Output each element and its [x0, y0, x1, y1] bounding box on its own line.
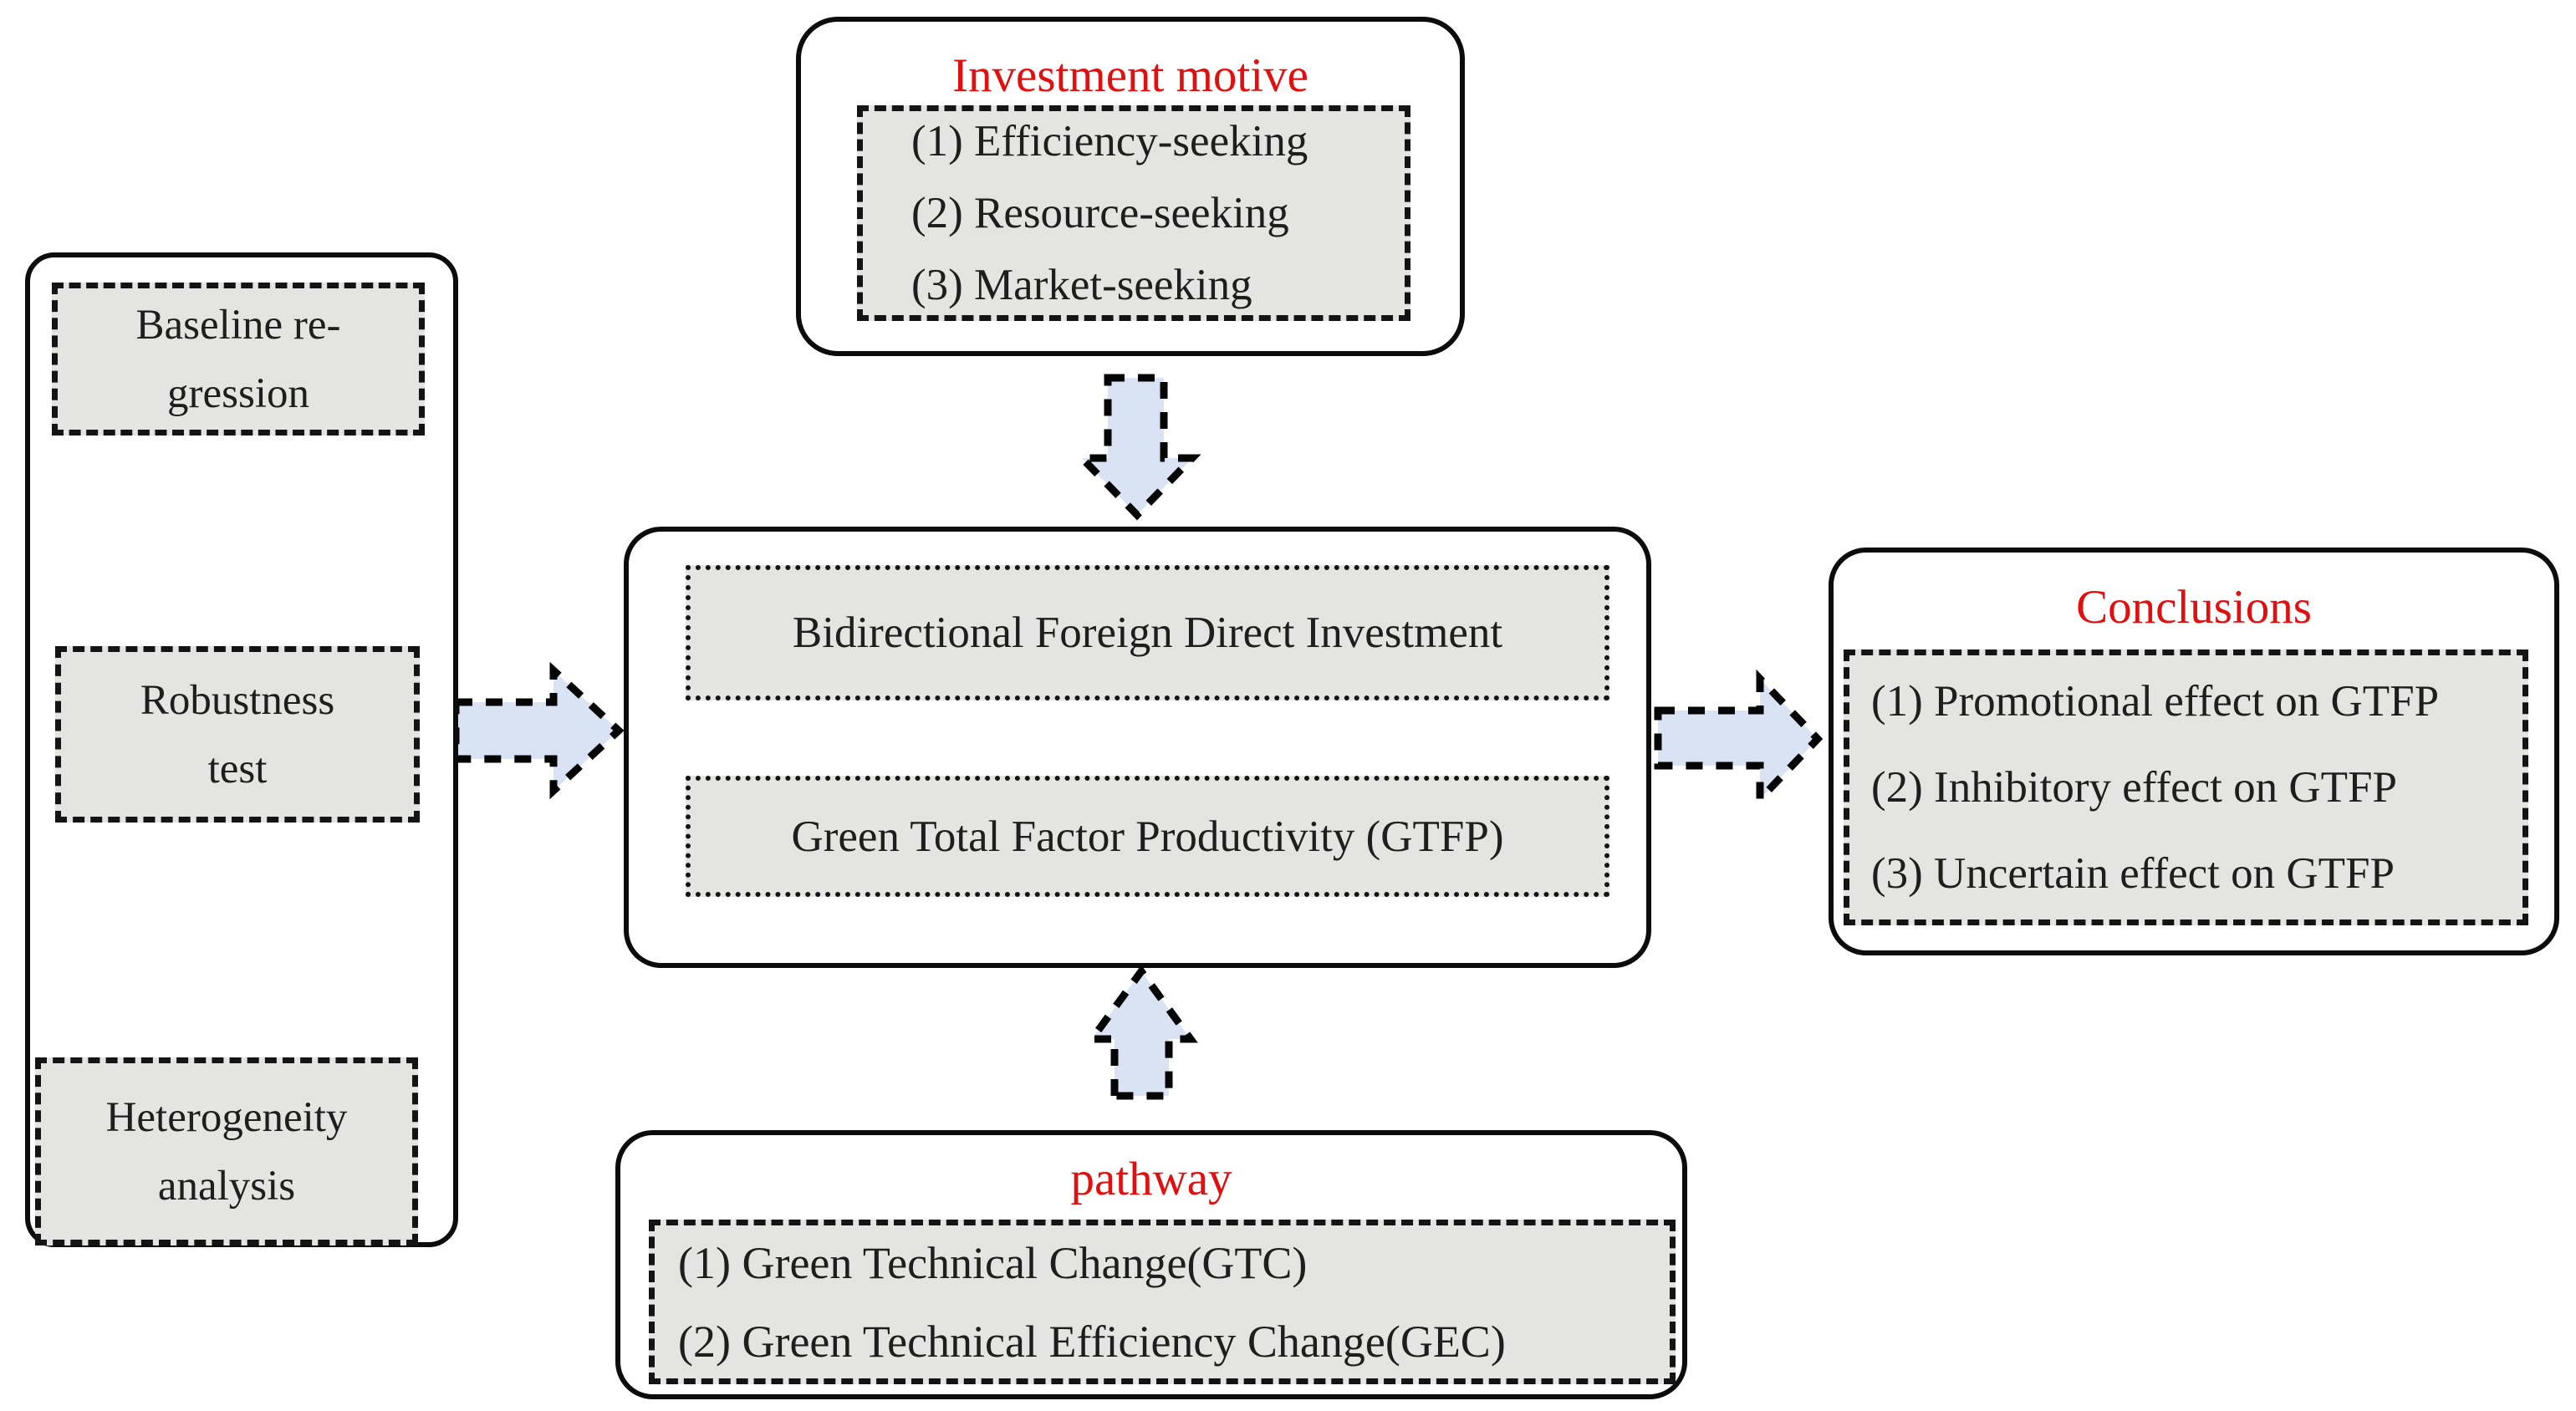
gtfp-box: Green Total Factor Productivity (GTFP) — [686, 776, 1609, 897]
conclusions-title: Conclusions — [2076, 581, 2312, 634]
investment-motive-item-2: (2) Resource-seeking — [911, 189, 1289, 237]
analysis-column-panel: Baseline re- gression Robustness test He… — [25, 252, 458, 1247]
conclusions-panel: Conclusions (1) Promotional effect on GT… — [1829, 548, 2559, 955]
gtfp-label: Green Total Factor Productivity (GTFP) — [791, 812, 1504, 861]
core-model-panel: Bidirectional Foreign Direct Investment … — [624, 527, 1651, 968]
pathway-title: pathway — [1070, 1153, 1232, 1205]
analysis-step-heterogeneity-analysis: Heterogeneity analysis — [35, 1057, 418, 1245]
pathway-panel: pathway (1) Green Technical Change(GTC) … — [615, 1130, 1687, 1399]
analysis-step-baseline-regression: Baseline re- gression — [52, 283, 425, 436]
analysis-step-label: Robustness test — [140, 676, 335, 792]
bfdi-box: Bidirectional Foreign Direct Investment — [686, 565, 1609, 700]
pathway-item-2: (2) Green Technical Efficiency Change(GE… — [678, 1316, 1506, 1367]
investment-motive-item-1: (1) Efficiency-seeking — [911, 117, 1308, 166]
investment-motive-list: (1) Efficiency-seeking (2) Resource-seek… — [857, 105, 1410, 321]
analysis-step-label: Heterogeneity analysis — [105, 1093, 348, 1210]
block-arrow-analysis-to-core — [451, 661, 625, 800]
conclusions-list: (1) Promotional effect on GTFP (2) Inhib… — [1844, 649, 2528, 925]
block-arrow-core-to-conclusions — [1654, 669, 1824, 809]
pathway-item-1: (1) Green Technical Change(GTC) — [678, 1237, 1308, 1288]
analysis-step-label: Baseline re- gression — [135, 301, 341, 417]
investment-motive-panel: Investment motive (1) Efficiency-seeking… — [796, 17, 1465, 356]
bfdi-label: Bidirectional Foreign Direct Investment — [792, 609, 1503, 657]
block-arrow-investment-to-core — [1073, 374, 1201, 521]
investment-motive-title: Investment motive — [952, 49, 1308, 102]
conclusions-item-2: (2) Inhibitory effect on GTFP — [1871, 762, 2398, 812]
pathway-list: (1) Green Technical Change(GTC) (2) Gree… — [649, 1220, 1676, 1384]
conclusions-item-1: (1) Promotional effect on GTFP — [1871, 676, 2440, 726]
investment-motive-item-3: (3) Market-seeking — [911, 261, 1252, 309]
block-arrow-pathway-to-core — [1084, 965, 1198, 1100]
conclusions-item-3: (3) Uncertain effect on GTFP — [1871, 848, 2395, 898]
analysis-step-robustness-test: Robustness test — [55, 646, 420, 823]
